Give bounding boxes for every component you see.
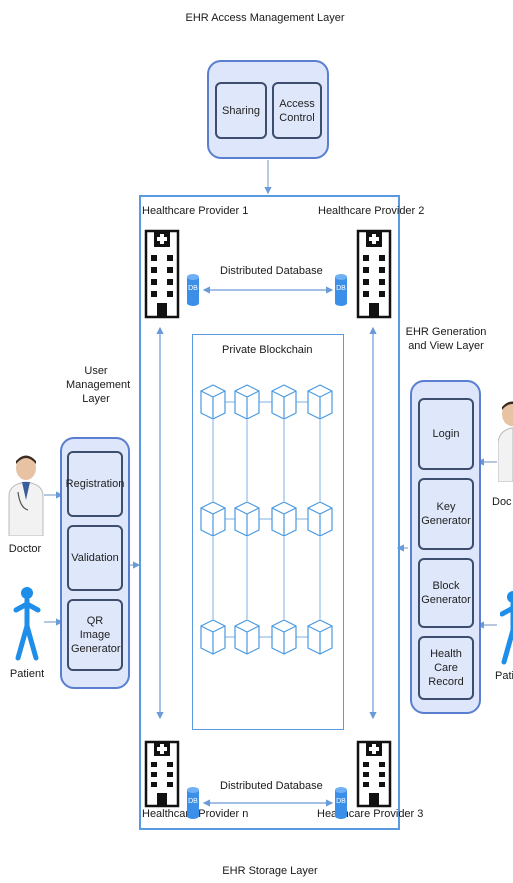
block-cube-icon bbox=[200, 619, 226, 655]
ehr-layer-title: EHR Generation and View Layer bbox=[404, 325, 488, 353]
block-cube-icon bbox=[234, 619, 260, 655]
db-label: DB bbox=[188, 285, 198, 292]
block-cube-icon bbox=[307, 501, 333, 537]
database-icon: DB bbox=[334, 786, 348, 820]
patient-right-label: Pati bbox=[495, 670, 513, 682]
storage-layer-title: EHR Storage Layer bbox=[222, 865, 318, 877]
access-control-label: Access Control bbox=[279, 97, 315, 124]
registration-box: Registration bbox=[65, 451, 125, 517]
access-layer-title: EHR Access Management Layer bbox=[185, 12, 345, 24]
validation-label: Validation bbox=[71, 552, 119, 564]
block-cube-icon bbox=[234, 501, 260, 537]
user-layer-title-text: User Management Layer bbox=[66, 365, 131, 405]
qr-generator-label: QR Image Generator bbox=[71, 615, 121, 655]
block-cube-icon bbox=[234, 384, 260, 420]
hospital-icon bbox=[144, 229, 180, 319]
patient-icon bbox=[500, 591, 513, 665]
doctor-left-label: Doctor bbox=[8, 543, 42, 555]
access-layer-panel: Sharing Access Control bbox=[207, 60, 329, 159]
db-label: DB bbox=[336, 285, 346, 292]
private-blockchain-panel bbox=[192, 334, 344, 730]
db-label: DB bbox=[336, 798, 346, 805]
login-label: Login bbox=[432, 428, 460, 440]
key-generator-label: Key Generator bbox=[421, 501, 471, 527]
provider-2-label: Healthcare Provider 2 bbox=[318, 205, 425, 217]
block-cube-icon bbox=[271, 501, 297, 537]
registration-label: Registration bbox=[65, 478, 125, 490]
health-care-record-box: Health Care Record bbox=[418, 636, 474, 700]
provider-3-label: Healthcare Provider 3 bbox=[317, 808, 424, 820]
patient-left-label: Patient bbox=[9, 668, 45, 680]
block-cube-icon bbox=[307, 619, 333, 655]
block-generator-box: Block Generator bbox=[418, 558, 474, 628]
ehr-layer-title-text: EHR Generation and View Layer bbox=[405, 326, 487, 352]
block-generator-label: Block Generator bbox=[421, 580, 471, 606]
patient-icon bbox=[13, 587, 41, 661]
block-cube-icon bbox=[200, 501, 226, 537]
block-cube-icon bbox=[200, 384, 226, 420]
user-layer-panel: Registration Validation QR Image Generat… bbox=[60, 437, 130, 689]
login-box: Login bbox=[418, 398, 474, 470]
access-control-box: Access Control bbox=[272, 82, 322, 139]
private-blockchain-title: Private Blockchain bbox=[222, 344, 313, 356]
qr-generator-box: QR Image Generator bbox=[67, 599, 123, 671]
hospital-icon bbox=[356, 740, 392, 808]
provider-1-label: Healthcare Provider 1 bbox=[142, 205, 249, 217]
doctor-icon bbox=[8, 455, 44, 536]
doctor-icon bbox=[498, 401, 513, 482]
blockchain-grid bbox=[200, 384, 333, 655]
block-cube-icon bbox=[271, 619, 297, 655]
db-label: DB bbox=[188, 798, 198, 805]
database-icon: DB bbox=[186, 273, 200, 307]
distributed-db-bottom-label: Distributed Database bbox=[220, 780, 323, 792]
key-generator-box: Key Generator bbox=[418, 478, 474, 550]
storage-layer-panel bbox=[139, 195, 400, 830]
validation-box: Validation bbox=[67, 525, 123, 591]
distributed-db-top-label: Distributed Database bbox=[220, 265, 323, 277]
sharing-label: Sharing bbox=[222, 104, 260, 117]
sharing-box: Sharing bbox=[215, 82, 267, 139]
doctor-right-label: Doc bbox=[492, 496, 512, 508]
user-layer-title: User Management Layer bbox=[66, 364, 130, 406]
ehr-layer-panel: Login Key Generator Block Generator Heal… bbox=[410, 380, 481, 714]
hospital-icon bbox=[144, 740, 180, 808]
block-cube-icon bbox=[271, 384, 297, 420]
health-care-record-label: Health Care Record bbox=[428, 648, 464, 688]
hospital-icon bbox=[356, 229, 392, 319]
database-icon: DB bbox=[334, 273, 348, 307]
database-icon: DB bbox=[186, 786, 200, 820]
block-cube-icon bbox=[307, 384, 333, 420]
